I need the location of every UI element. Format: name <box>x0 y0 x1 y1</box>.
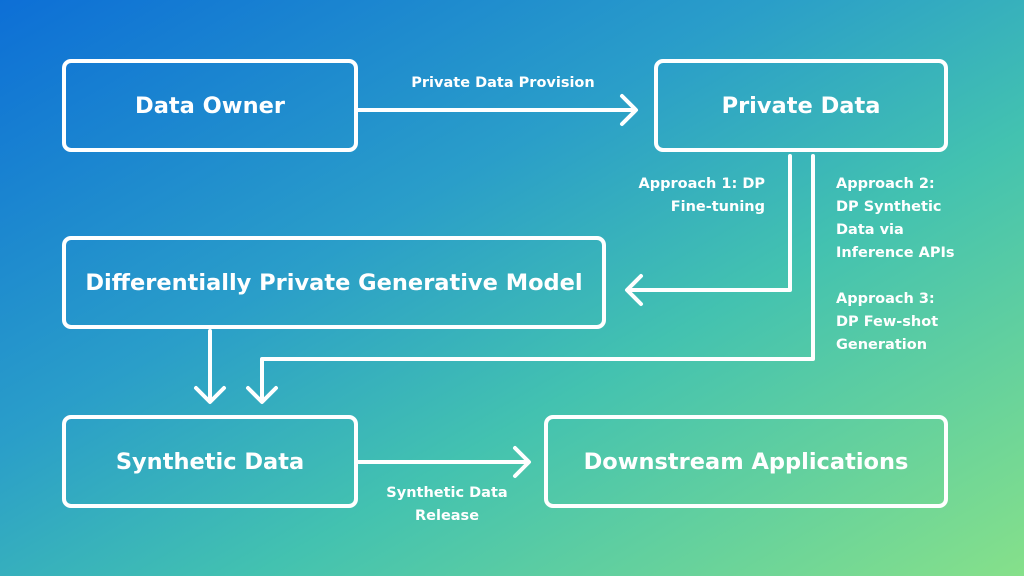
node-data-owner: Data Owner <box>62 59 358 152</box>
node-synthetic-data: Synthetic Data <box>62 415 358 508</box>
approach1-line: Fine-tuning <box>670 199 765 215</box>
node-synthetic-data-label: Synthetic Data <box>115 448 305 475</box>
edge-label-approach-2: Approach 2: DP Synthetic Data via Infere… <box>836 173 1016 265</box>
node-downstream-applications-label: Downstream Applications <box>583 448 909 475</box>
approach3-line: DP Few-shot <box>836 314 939 330</box>
node-downstream-applications: Downstream Applications <box>544 415 948 508</box>
approach2-line: DP Synthetic <box>836 199 942 215</box>
edge-label-private-data-provision: Private Data Provision <box>398 72 608 95</box>
edge-label-approach-3: Approach 3: DP Few-shot Generation <box>836 288 1016 357</box>
edge-label-provision-text: Private Data Provision <box>411 75 595 91</box>
node-data-owner-label: Data Owner <box>135 92 285 119</box>
release-line: Release <box>414 508 480 524</box>
approach3-line: Generation <box>836 337 928 353</box>
node-dp-generative-model-label: Differentially Private Generative Model <box>85 269 583 296</box>
approach2-line: Inference APIs <box>836 245 955 261</box>
approach1-line: Approach 1: DP <box>638 176 765 192</box>
edge-label-approach-1: Approach 1: DP Fine-tuning <box>615 173 765 219</box>
approach2-line: Data via <box>836 222 904 238</box>
node-dp-generative-model: Differentially Private Generative Model <box>62 236 606 329</box>
release-line: Synthetic Data <box>386 485 508 501</box>
node-private-data-label: Private Data <box>721 92 881 119</box>
node-private-data: Private Data <box>654 59 948 152</box>
approach3-line: Approach 3: <box>836 291 935 307</box>
edge-label-synthetic-data-release: Synthetic Data Release <box>372 482 522 528</box>
approach2-line: Approach 2: <box>836 176 935 192</box>
